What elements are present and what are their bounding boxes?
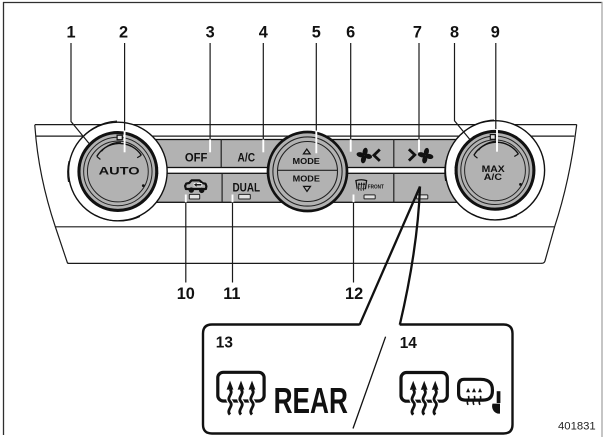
- svg-text:3: 3: [206, 23, 215, 41]
- svg-text:11: 11: [223, 285, 240, 303]
- svg-text:AUTO: AUTO: [99, 165, 140, 177]
- svg-text:6: 6: [346, 23, 355, 41]
- svg-text:8: 8: [450, 23, 459, 41]
- svg-text:1: 1: [66, 23, 75, 41]
- svg-text:DUAL: DUAL: [233, 181, 261, 195]
- svg-text:7: 7: [413, 23, 422, 41]
- svg-text:A/C: A/C: [238, 150, 256, 164]
- svg-text:13: 13: [216, 334, 233, 351]
- svg-text:9: 9: [491, 23, 500, 41]
- svg-text:10: 10: [177, 285, 195, 303]
- svg-text:401831: 401831: [558, 421, 596, 433]
- svg-text:2: 2: [119, 23, 128, 41]
- svg-text:12: 12: [345, 285, 363, 303]
- svg-text:OFF: OFF: [185, 150, 208, 164]
- svg-text:4: 4: [259, 23, 268, 41]
- svg-text:5: 5: [312, 23, 321, 41]
- svg-text:MODE: MODE: [293, 156, 321, 166]
- svg-text:MAX: MAX: [482, 163, 506, 174]
- svg-text:FRONT: FRONT: [368, 185, 385, 191]
- svg-text:A/C: A/C: [484, 171, 502, 182]
- svg-text:REAR: REAR: [274, 380, 348, 421]
- svg-text:14: 14: [400, 335, 418, 352]
- svg-text:MODE: MODE: [293, 173, 321, 183]
